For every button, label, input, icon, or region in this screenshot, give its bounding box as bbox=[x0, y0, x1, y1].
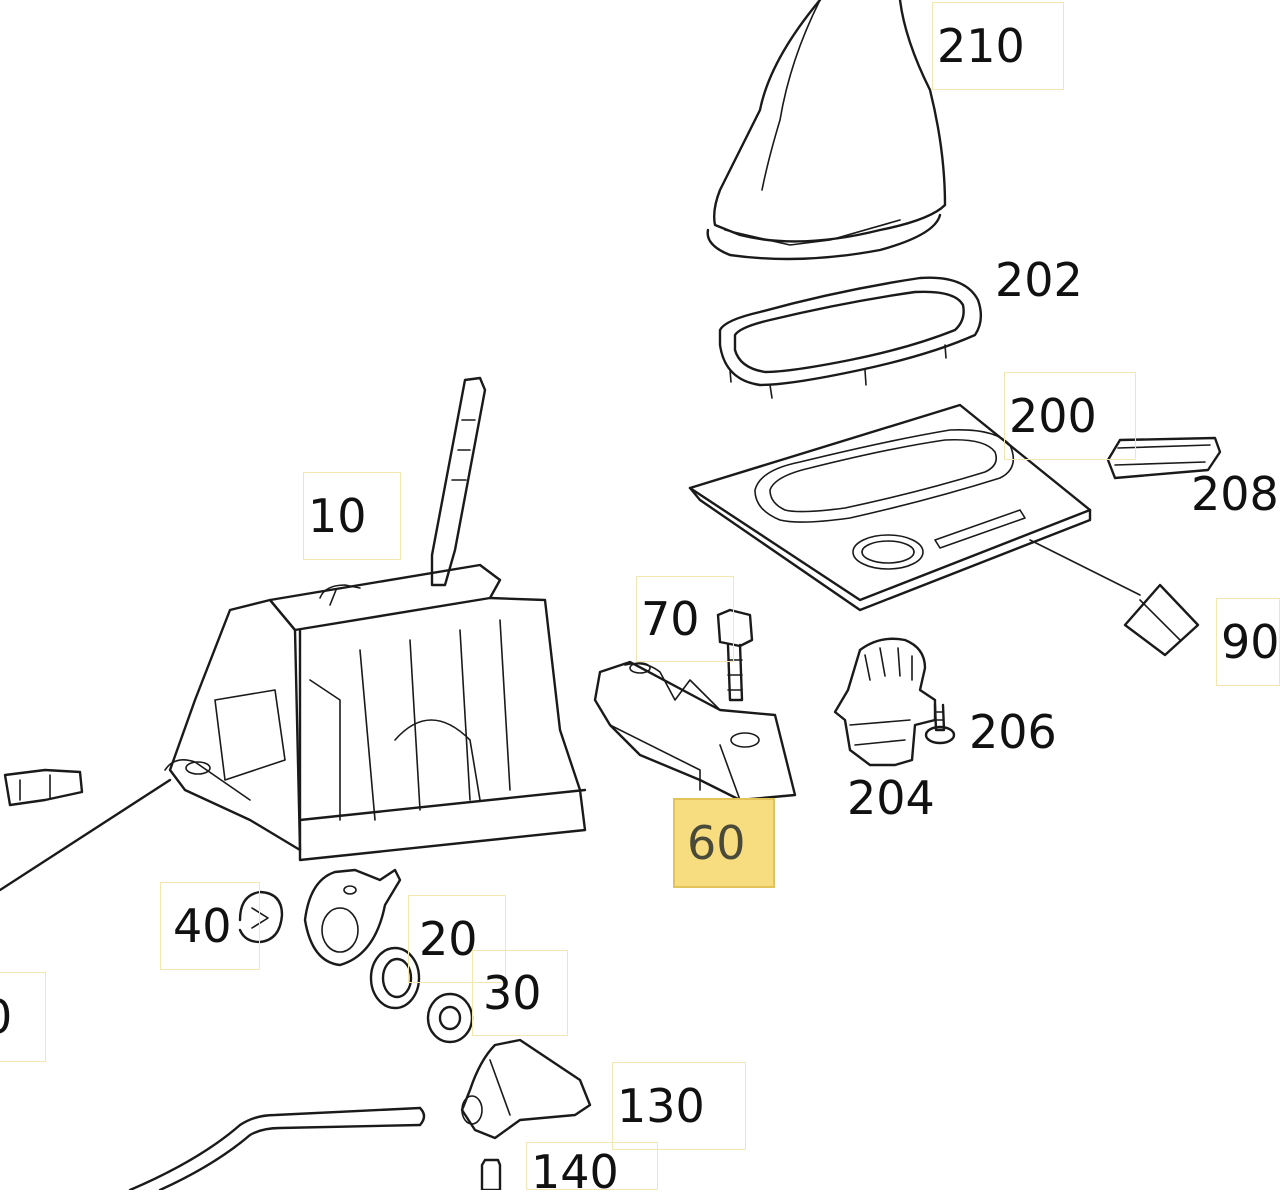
part-210-gear-boot[interactable] bbox=[706, 0, 947, 261]
part-30-washer[interactable] bbox=[426, 992, 474, 1044]
callout-60-highlighted[interactable]: 60 bbox=[673, 798, 775, 888]
part-90-connector[interactable] bbox=[1123, 583, 1200, 657]
part-206-screw[interactable] bbox=[924, 703, 956, 745]
part-shift-cable[interactable] bbox=[128, 1106, 426, 1190]
callout-70[interactable]: 70 bbox=[636, 576, 734, 662]
callout-210[interactable]: 210 bbox=[932, 2, 1064, 90]
part-left-connector[interactable] bbox=[3, 768, 84, 807]
callout-90[interactable]: 90 bbox=[1216, 598, 1280, 686]
part-130-cable-end[interactable] bbox=[460, 1038, 592, 1140]
callout-206[interactable]: 206 bbox=[969, 705, 1057, 759]
part-60-bracket[interactable] bbox=[593, 660, 797, 802]
callout-10[interactable]: 10 bbox=[303, 472, 401, 560]
callout-204[interactable]: 204 bbox=[847, 771, 935, 825]
callout-202[interactable]: 202 bbox=[995, 253, 1083, 307]
part-202-trim-frame[interactable] bbox=[718, 276, 983, 399]
part-140-pin[interactable] bbox=[480, 1158, 502, 1190]
callout-40[interactable]: 40 bbox=[160, 882, 260, 970]
callout-30[interactable]: 30 bbox=[472, 950, 568, 1036]
part-10-shifter-housing[interactable] bbox=[0, 376, 587, 892]
part-lever-arm[interactable] bbox=[303, 868, 402, 967]
part-20-bushing[interactable] bbox=[369, 946, 421, 1010]
callout-140[interactable]: 140 bbox=[526, 1142, 658, 1195]
callout-0-partial[interactable]: 0 bbox=[0, 972, 46, 1062]
callout-200[interactable]: 200 bbox=[1004, 372, 1136, 460]
part-204-sensor[interactable] bbox=[833, 637, 937, 767]
callout-130[interactable]: 130 bbox=[612, 1062, 746, 1150]
part-208-switch[interactable] bbox=[1106, 436, 1222, 480]
callout-208[interactable]: 208 bbox=[1191, 467, 1279, 521]
callout-20[interactable]: 20 bbox=[408, 895, 506, 983]
part-70-bolt[interactable] bbox=[716, 608, 754, 702]
part-200-console-panel[interactable] bbox=[688, 403, 1141, 612]
part-40-clip[interactable] bbox=[238, 890, 284, 944]
